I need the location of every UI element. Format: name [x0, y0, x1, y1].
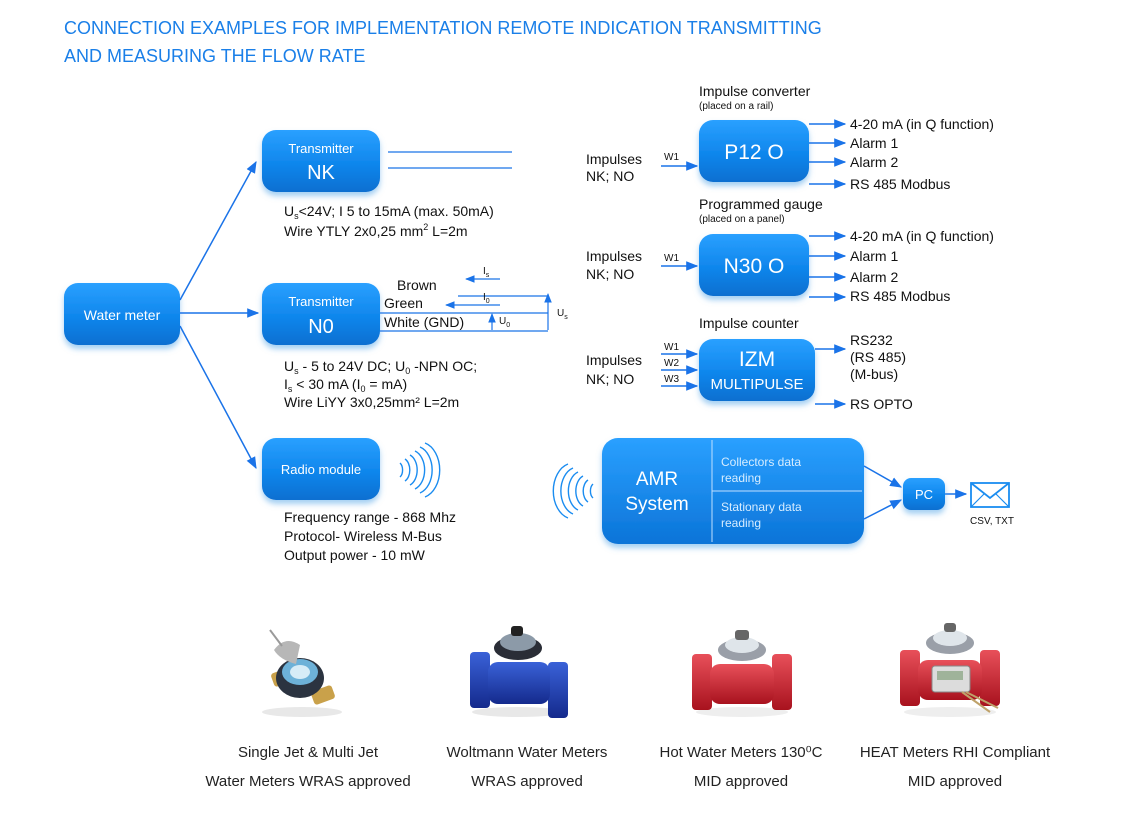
- n0-wiring: [380, 275, 552, 332]
- product-caption-2-line1: Woltmann Water Meters: [447, 744, 608, 761]
- nk-spec-line2: Wire YTLY 2x0,25 mm2 L=2m: [284, 222, 468, 239]
- izm-box: [699, 339, 815, 401]
- wire-brown-label: Brown: [397, 277, 437, 293]
- p12-wire-label: W1: [664, 152, 679, 163]
- nk-spec-line1: Us<24V; I 5 to 15mA (max. 50mA): [284, 203, 494, 221]
- n30-label: N30 O: [724, 255, 785, 278]
- n30-header: Programmed gauge: [699, 196, 823, 212]
- water-meter-box: [64, 283, 180, 345]
- single-multi-jet-meter-image: [262, 629, 342, 717]
- p12-label: P12 O: [724, 141, 784, 164]
- transmitter-n0-line2: N0: [308, 316, 334, 338]
- p12-output-1: Alarm 1: [850, 135, 898, 151]
- p12-input-line2: NK; NO: [586, 168, 634, 184]
- heat-meter-image: [900, 623, 1000, 717]
- izm-input-line2: NK; NO: [586, 371, 634, 387]
- page-title-line1: CONNECTION EXAMPLES FOR IMPLEMENTATION R…: [64, 18, 822, 38]
- transmitter-n0-box: [262, 283, 380, 345]
- product-caption-3-line2: MID approved: [694, 773, 788, 790]
- n0-spec-line2: Is < 30 mA (I0 = mA): [284, 376, 407, 394]
- amr-to-pc-arrows: [863, 465, 968, 520]
- p12-arrows: [661, 119, 847, 189]
- amr-item2-line1: Stationary data: [721, 500, 802, 514]
- izm-wire-1: W1: [664, 342, 679, 353]
- amr-dividers: [711, 440, 862, 542]
- izm-input-line1: Impulses: [586, 352, 642, 368]
- transmitter-n0-line1: Transmitter: [288, 294, 354, 309]
- izm-arrows: [661, 344, 847, 409]
- transmitter-nk-line1: Transmitter: [288, 141, 354, 156]
- n30-subheader: (placed on a panel): [699, 214, 785, 225]
- product-caption-3-line1: Hot Water Meters 130⁰C: [659, 744, 822, 761]
- n30-box: [699, 234, 809, 296]
- envelope-icon: [970, 482, 1010, 508]
- transmitter-nk-line2: NK: [307, 162, 335, 184]
- izm-output-3: RS OPTO: [850, 396, 913, 412]
- wire-green-label: Green: [384, 295, 423, 311]
- i0-current-label: I0: [483, 292, 490, 305]
- izm-output-2: (M-bus): [850, 366, 898, 382]
- n30-input-line2: NK; NO: [586, 266, 634, 282]
- wire-white-label: White (GND): [384, 314, 464, 330]
- page-title-line2: AND MEASURING THE FLOW RATE: [64, 46, 365, 66]
- product-caption-1-line1: Single Jet & Multi Jet: [238, 744, 379, 761]
- woltmann-meter-image: [470, 626, 568, 718]
- izm-output-0: RS232: [850, 332, 893, 348]
- hot-water-meter-image: [692, 630, 792, 717]
- n30-output-1: Alarm 1: [850, 248, 898, 264]
- izm-wire-3: W3: [664, 374, 679, 385]
- radio-module-box: [262, 438, 380, 500]
- product-caption-4-line1: HEAT Meters RHI Compliant: [860, 744, 1051, 761]
- izm-output-1: (RS 485): [850, 349, 906, 365]
- p12-output-2: Alarm 2: [850, 154, 898, 170]
- izm-header: Impulse counter: [699, 315, 799, 331]
- izm-label-line1: IZM: [739, 348, 775, 371]
- n30-output-2: Alarm 2: [850, 269, 898, 285]
- nk-output-wires: [388, 151, 512, 169]
- n0-spec-line3: Wire LiYY 3x0,25mm² L=2m: [284, 394, 459, 410]
- amr-item2-line2: reading: [721, 516, 761, 530]
- amr-receiver-waves-icon: [552, 463, 594, 519]
- amr-item1-line2: reading: [721, 471, 761, 485]
- n30-input-line1: Impulses: [586, 248, 642, 264]
- amr-item1-line1: Collectors data: [721, 455, 801, 469]
- amr-label-line1: AMR: [636, 469, 678, 490]
- radio-spec-line3: Output power - 10 mW: [284, 547, 426, 563]
- is-current-label: Is: [483, 266, 490, 279]
- radio-spec-line2: Protocol- Wireless M-Bus: [284, 528, 442, 544]
- product-caption-1-line2: Water Meters WRAS approved: [205, 773, 410, 790]
- radio-spec-line1: Frequency range - 868 Mhz: [284, 509, 456, 525]
- n30-arrows: [661, 231, 847, 302]
- izm-label-line2: MULTIPULSE: [710, 376, 803, 393]
- n30-wire-label: W1: [664, 253, 679, 264]
- radio-waves-icon: [399, 442, 441, 498]
- u0-voltage-label: U0: [499, 316, 510, 329]
- p12-input-line1: Impulses: [586, 151, 642, 167]
- us-voltage-label: Us: [557, 308, 568, 321]
- export-formats-label: CSV, TXT: [970, 516, 1014, 527]
- radio-module-label: Radio module: [281, 462, 361, 477]
- pc-box: [903, 478, 945, 510]
- n30-output-3: RS 485 Modbus: [850, 288, 950, 304]
- product-caption-4-line2: MID approved: [908, 773, 1002, 790]
- p12-box: [699, 120, 809, 182]
- p12-subheader: (placed on a rail): [699, 101, 773, 112]
- transmitter-nk-box: [262, 130, 380, 192]
- branch-arrows: [179, 160, 260, 470]
- pc-label: PC: [915, 487, 933, 502]
- izm-wire-2: W2: [664, 358, 679, 369]
- product-caption-2-line2: WRAS approved: [471, 773, 583, 790]
- p12-header: Impulse converter: [699, 83, 811, 99]
- n0-spec-line1: Us - 5 to 24V DC; U0 -NPN OC;: [284, 358, 477, 376]
- n30-output-0: 4-20 mA (in Q function): [850, 228, 994, 244]
- p12-output-0: 4-20 mA (in Q function): [850, 116, 994, 132]
- amr-label-line2: System: [625, 494, 688, 515]
- p12-output-3: RS 485 Modbus: [850, 176, 950, 192]
- water-meter-label: Water meter: [84, 307, 161, 323]
